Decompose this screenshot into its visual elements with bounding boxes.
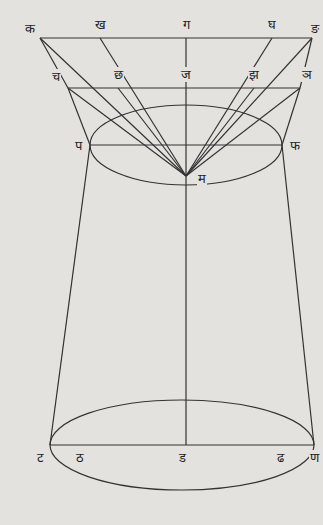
side-line (282, 88, 300, 145)
point-label: च (51, 69, 61, 84)
top-diameter (90, 144, 282, 145)
ray-line (186, 38, 272, 176)
point-label: झ (248, 67, 260, 82)
bottom-ellipse (50, 400, 314, 490)
point-label: ट (36, 450, 45, 465)
ray-line (118, 88, 186, 176)
point-label: म (197, 171, 207, 186)
point-label: प (74, 138, 83, 153)
point-label: ञ (301, 67, 313, 82)
point-label: घ (267, 17, 277, 32)
point-label: ग (182, 17, 191, 32)
point-label: ङ (310, 21, 320, 36)
ray-line (68, 88, 186, 176)
top-ellipse (90, 105, 282, 185)
point-label: छ (113, 67, 124, 82)
point-label: ड (178, 450, 187, 465)
point-label: ण (309, 450, 320, 465)
ray-line (186, 88, 300, 176)
point-label: ख (94, 17, 107, 32)
point-label: क (24, 21, 36, 36)
ray-line (186, 38, 312, 176)
point-label: ठ (75, 450, 85, 465)
bottom-diameter (50, 444, 314, 445)
point-label: फ (289, 138, 301, 153)
point-label: ज (180, 67, 192, 82)
edge-line (300, 38, 312, 88)
ray-line (100, 38, 186, 176)
edge-line (40, 38, 68, 88)
axis-line (185, 38, 186, 445)
ray-line (40, 38, 186, 176)
point-label: ढ (276, 450, 285, 465)
side-line (282, 145, 314, 445)
side-line (50, 145, 90, 445)
